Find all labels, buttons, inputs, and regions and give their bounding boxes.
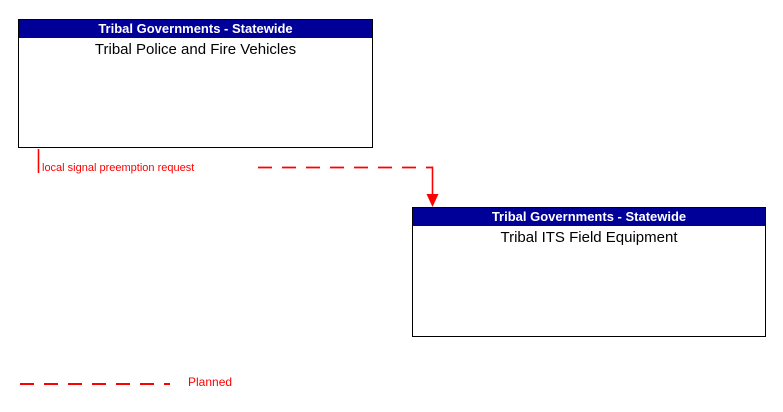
element-box-tribal-its-field-equipment[interactable]: Tribal Governments - Statewide Tribal IT… bbox=[412, 207, 766, 337]
element-box-tribal-police-and-fire-vehicles[interactable]: Tribal Governments - Statewide Tribal Po… bbox=[18, 19, 373, 148]
flow-arrowhead-icon bbox=[426, 194, 439, 207]
legend-label-planned: Planned bbox=[188, 375, 233, 389]
element-name-source: Tribal Police and Fire Vehicles bbox=[94, 41, 297, 58]
legend-swatch-planned-icon bbox=[20, 383, 170, 385]
flow-label-local-signal-preemption-request: local signal preemption request bbox=[42, 162, 195, 174]
legend: Planned bbox=[0, 370, 783, 400]
element-name-target: Tribal ITS Field Equipment bbox=[500, 229, 678, 246]
element-stakeholder-header-source: Tribal Governments - Statewide bbox=[19, 20, 372, 38]
element-stakeholder-header-target: Tribal Governments - Statewide bbox=[413, 208, 765, 226]
